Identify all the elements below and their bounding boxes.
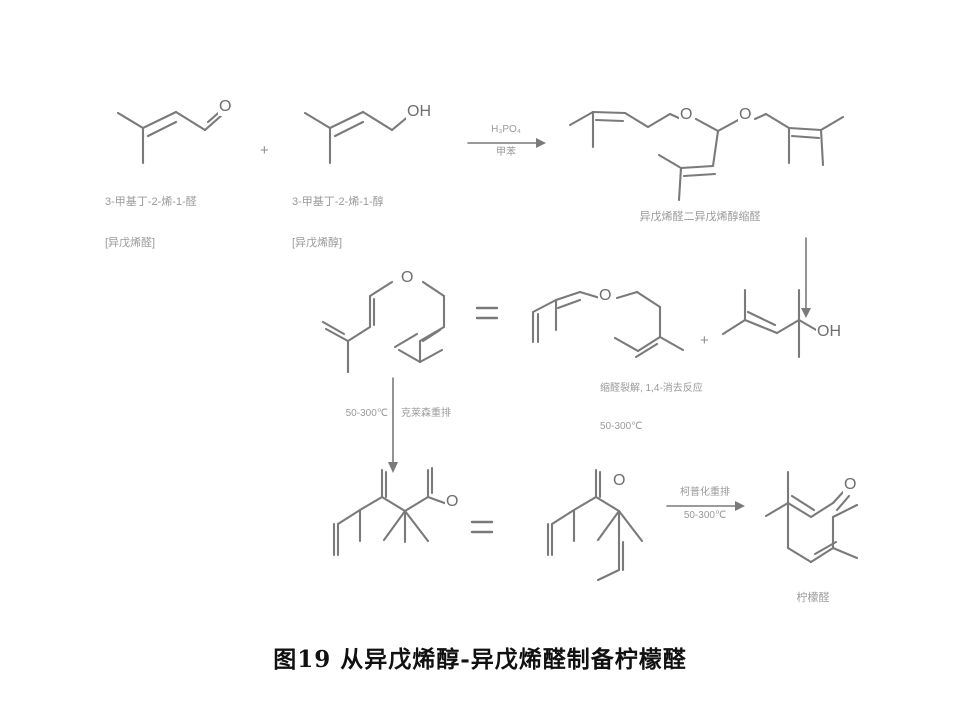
structure-prenol xyxy=(303,110,412,165)
label-prenal-line2: [异戊烯醛] xyxy=(105,236,156,249)
arrow-down-right xyxy=(801,237,811,318)
atom-label-acetal-oxygen-right: O xyxy=(738,106,753,124)
label-arrow-top-above: H₃PO₄ xyxy=(491,124,521,135)
atom-label-prenal-oxygen: O xyxy=(218,98,233,116)
atom-label-acetal-oxygen-left: O xyxy=(679,106,694,124)
arrow-condensation xyxy=(467,138,546,148)
label-arrow-left-temperature: 50-300℃ xyxy=(345,408,388,419)
label-arrow-top-below: 甲苯 xyxy=(496,147,516,158)
atom-label-aldehyde-left-oxygen: O xyxy=(445,493,460,511)
atom-label-pyran-oxygen: O xyxy=(400,269,415,287)
label-middle-conditions-line2: 50-300℃ xyxy=(600,420,643,432)
label-arrow-left-reaction: 克莱森重排 xyxy=(401,408,451,419)
figure-title: 图19 从异戊烯醇-异戊烯醛制备柠檬醛 xyxy=(273,646,687,673)
label-middle-conditions: 缩醛裂解, 1,4-消去反应 50-300℃ xyxy=(600,358,770,446)
label-prenol: 3-甲基丁-2-烯-1-醇 [异戊烯醇] xyxy=(292,168,437,264)
atom-label-prenol-hydroxyl: OH xyxy=(406,103,432,121)
structure-branched-aldehyde-left xyxy=(332,466,452,557)
label-citral: 柠檬醛 xyxy=(796,592,830,604)
atom-label-enol-ether-oxygen: O xyxy=(598,287,613,305)
label-prenol-line1: 3-甲基丁-2-烯-1-醇 xyxy=(292,195,384,208)
atom-label-alcohol-hydroxyl: OH xyxy=(816,323,842,341)
plus-sign-middle-products: + xyxy=(700,332,709,349)
structure-prenal xyxy=(116,106,226,165)
atom-label-citral-oxygen: O xyxy=(843,476,858,494)
arrow-cope xyxy=(666,501,745,511)
atom-label-aldehyde-right-oxygen: O xyxy=(612,472,627,490)
arrow-claisen xyxy=(388,377,398,473)
label-prenal-line1: 3-甲基丁-2-烯-1-醛 xyxy=(105,195,197,208)
structure-enol-ether xyxy=(531,290,685,359)
structure-acetal xyxy=(568,110,845,202)
structure-citral xyxy=(764,470,859,564)
structure-tertiary-alcohol xyxy=(721,288,820,359)
equivalence-middle xyxy=(475,306,499,320)
label-prenal: 3-甲基丁-2-烯-1-醛 [异戊烯醛] xyxy=(105,168,250,264)
label-middle-conditions-line1: 缩醛裂解, 1,4-消去反应 xyxy=(600,383,703,394)
label-prenol-line2: [异戊烯醇] xyxy=(292,236,343,249)
label-acetal: 异戊烯醛二异戊烯醇缩醛 xyxy=(639,211,761,223)
label-arrow-right-below: 50-300℃ xyxy=(683,510,727,521)
label-arrow-right-above: 柯普化重排 xyxy=(680,487,730,498)
equivalence-bottom xyxy=(470,520,494,534)
structure-pyran xyxy=(321,280,446,374)
plus-sign-reactants: + xyxy=(260,142,269,159)
structure-branched-aldehyde-right xyxy=(546,468,644,582)
